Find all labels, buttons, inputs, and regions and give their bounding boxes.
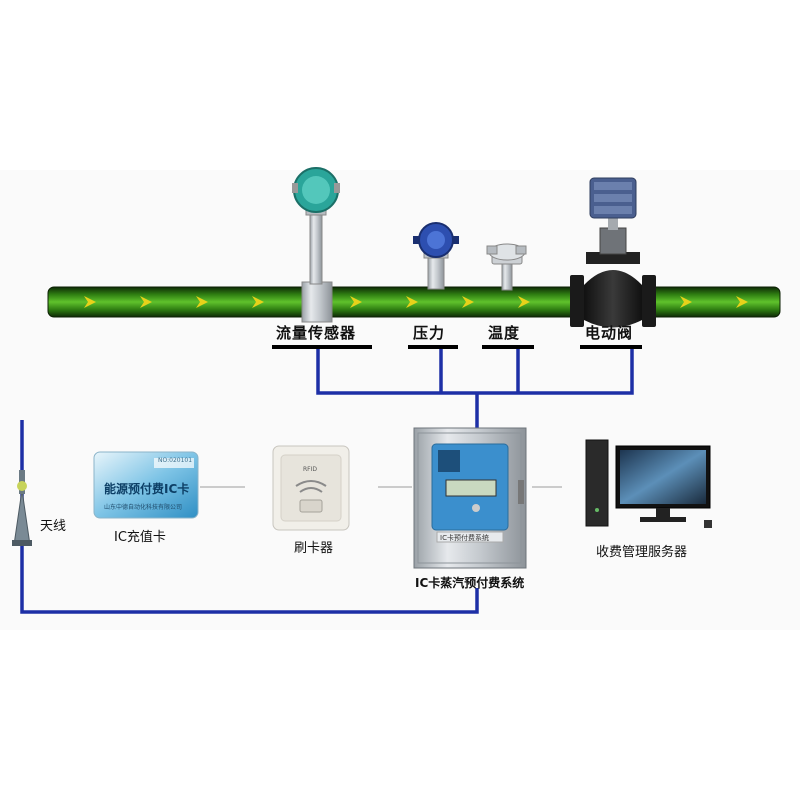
rfid-badge: RFID <box>303 466 318 473</box>
flow-arrows <box>84 296 748 308</box>
flow-sensor-label: 流量传感器 <box>276 324 357 342</box>
pressure-sensor-icon <box>413 222 459 290</box>
background-band <box>0 170 800 630</box>
electric-valve-icon <box>570 177 656 328</box>
pressure-label: 压力 <box>413 324 446 342</box>
controller-cabinet-icon <box>413 427 527 569</box>
controller-label: IC卡蒸汽预付费系统 <box>415 576 525 590</box>
server-label: 收费管理服务器 <box>596 545 688 560</box>
antenna-icon <box>12 470 32 546</box>
controller-panel-text: IC卡预付费系统 <box>440 534 489 542</box>
server-icon <box>585 439 712 528</box>
steam-pipe <box>47 286 781 318</box>
card-title: 能源预付费IC卡 <box>104 482 190 496</box>
antenna-label: 天线 <box>40 519 67 534</box>
valve-label: 电动阀 <box>585 324 634 342</box>
card-number: NO:020101 <box>158 457 193 464</box>
ic-card-label: IC充值卡 <box>114 530 166 545</box>
temperature-label: 温度 <box>488 324 521 342</box>
card-reader-icon <box>272 445 350 531</box>
card-reader-label: 刷卡器 <box>294 541 334 556</box>
temperature-sensor-icon <box>486 243 527 291</box>
card-company: 山东中德自动化科技有限公司 <box>104 504 183 511</box>
sensor-label-bars <box>272 345 642 349</box>
ic-card-icon <box>93 451 199 519</box>
flow-sensor-icon <box>292 167 340 323</box>
